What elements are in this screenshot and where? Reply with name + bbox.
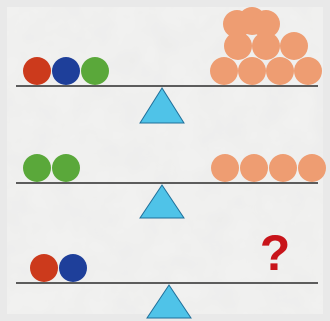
red-ball — [23, 57, 51, 85]
left-pan-balls — [23, 57, 109, 85]
green-ball — [23, 154, 51, 182]
orange-ball — [224, 32, 252, 60]
question-mark-icon: ? — [260, 225, 291, 281]
orange-ball — [294, 57, 322, 85]
orange-ball — [280, 32, 308, 60]
orange-ball — [266, 57, 294, 85]
orange-ball — [210, 57, 238, 85]
orange-ball — [298, 154, 326, 182]
blue-ball — [52, 57, 80, 85]
orange-ball — [238, 57, 266, 85]
orange-ball — [211, 154, 239, 182]
orange-ball — [240, 154, 268, 182]
green-ball — [81, 57, 109, 85]
blue-ball — [59, 254, 87, 282]
orange-ball — [269, 154, 297, 182]
orange-ball — [252, 32, 280, 60]
green-ball — [52, 154, 80, 182]
red-ball — [30, 254, 58, 282]
